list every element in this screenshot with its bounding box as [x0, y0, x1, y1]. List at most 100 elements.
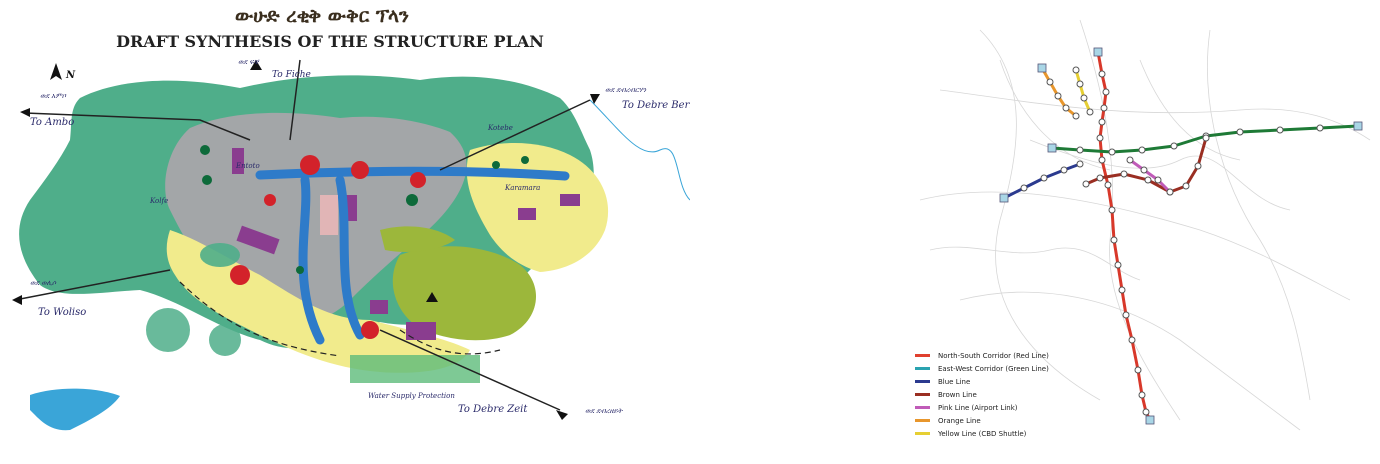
- station-marker: [1140, 166, 1148, 174]
- station-marker: [1202, 134, 1210, 142]
- sub-centers: [230, 155, 426, 339]
- station-marker: [1144, 176, 1152, 184]
- legend-label-orange: Orange Line: [938, 416, 981, 425]
- station-marker: [1138, 391, 1146, 399]
- legend-label-green: East-West Corridor (Green Line): [938, 364, 1049, 373]
- place-label-water-supply: Water Supply Protection: [368, 392, 455, 400]
- road-network: [919, 19, 1371, 431]
- amharic-label-woliso: ወደ ወሊሶ: [30, 279, 57, 287]
- plan-title-amharic: ውሁድ ረቂቅ ውቅር ፕላን: [235, 5, 409, 27]
- station-marker: [1062, 104, 1070, 112]
- arrow-icons: [12, 60, 600, 420]
- place-label-fiche: To Fiche: [272, 70, 311, 80]
- place-label-debre-zeit: To Debre Zeit: [458, 404, 528, 415]
- legend-swatch-pink: [915, 406, 930, 409]
- station-marker: [1098, 118, 1106, 126]
- park-circle: [146, 308, 190, 352]
- station-marker: [1118, 286, 1126, 294]
- station-marker: [1072, 112, 1080, 120]
- station-marker: [1166, 188, 1174, 196]
- transit-line-green: [1051, 124, 1359, 154]
- station-marker: [1142, 408, 1150, 416]
- station-marker: [1114, 261, 1122, 269]
- place-label-debre-berhan: To Debre Berhan: [622, 100, 690, 111]
- industrial-zones: [232, 148, 580, 340]
- station-marker: [1126, 156, 1134, 164]
- north-arrow-icon: N: [50, 63, 76, 81]
- station-marker: [1108, 148, 1116, 156]
- dashed-boundary: [179, 281, 341, 357]
- station-marker: [1138, 146, 1146, 154]
- dashed-boundary: [399, 329, 501, 355]
- corridor-lines: [255, 166, 570, 345]
- legend-item-pink: Pink Line (Airport Link): [915, 401, 1049, 414]
- station-marker: [1276, 126, 1284, 134]
- legend-item-orange: Orange Line: [915, 414, 1049, 427]
- station-marker: [1316, 124, 1324, 132]
- place-label-ambo: To Ambo: [30, 117, 74, 128]
- terminal-station-icon: [1037, 63, 1047, 73]
- station-marker: [1154, 176, 1162, 184]
- station-marker: [1108, 206, 1116, 214]
- station-marker: [1098, 70, 1106, 78]
- north-label: N: [65, 70, 76, 81]
- place-label-karamara: Karamara: [504, 184, 540, 192]
- station-marker: [1194, 162, 1202, 170]
- legend-label-pink: Pink Line (Airport Link): [938, 403, 1018, 412]
- legend-label-yellow: Yellow Line (CBD Shuttle): [938, 429, 1027, 438]
- station-marker: [1182, 182, 1190, 190]
- legend-label-blue: Blue Line: [938, 377, 971, 386]
- terminal-station-icon: [999, 193, 1009, 203]
- station-marker: [1100, 104, 1108, 112]
- station-marker: [1096, 174, 1104, 182]
- water-protection-zone: [350, 355, 480, 383]
- legend-label-brown: Brown Line: [938, 390, 977, 399]
- station-marker: [1076, 146, 1084, 154]
- terminal-station-icon: [1047, 143, 1057, 153]
- legend-swatch-brown: [915, 393, 930, 396]
- transit-line-pink: [1129, 158, 1172, 194]
- legend-swatch-orange: [915, 419, 930, 422]
- legend-item-brown: Brown Line: [915, 388, 1049, 401]
- station-marker: [1020, 184, 1028, 192]
- transit-line-blue: [1003, 162, 1081, 200]
- station-marker: [1080, 94, 1088, 102]
- cbd-hatch: [320, 195, 338, 235]
- legend-item-blue: Blue Line: [915, 375, 1049, 388]
- amharic-label-ambo: ወደ አምቦ: [40, 92, 67, 100]
- legend-swatch-green: [915, 367, 930, 370]
- river: [589, 99, 690, 201]
- agricultural-area-small: [380, 226, 455, 252]
- station-marker: [1076, 80, 1084, 88]
- place-label-kolfe: Kolfe: [149, 197, 168, 205]
- transit-line-orange: [1040, 67, 1077, 118]
- legend-item-green: East-West Corridor (Green Line): [915, 362, 1049, 375]
- station-marker: [1046, 78, 1054, 86]
- terminal-station-icon: [1145, 415, 1155, 425]
- amharic-label-debre-zeit: ወደ ደብረዘይት: [585, 407, 624, 415]
- station-marker: [1082, 180, 1090, 188]
- transit-line-brown: [1085, 137, 1208, 194]
- station-marker: [1054, 92, 1062, 100]
- station-marker: [1110, 236, 1118, 244]
- terminal-station-icon: [1093, 47, 1103, 57]
- station-marker: [1236, 128, 1244, 136]
- station-marker: [1134, 366, 1142, 374]
- place-label-entoto: Entoto: [235, 162, 260, 170]
- station-marker: [1102, 88, 1110, 96]
- place-label-kotebe: Kotebe: [487, 124, 513, 132]
- station-marker: [1170, 142, 1178, 150]
- structure-plan-map: ውሁድ ረቂቅ ውቅር ፕላን DRAFT SYNTHESIS OF THE S…: [12, 5, 690, 431]
- station-marker: [1086, 108, 1094, 116]
- transit-network-map: [919, 19, 1371, 431]
- legend-swatch-blue: [915, 380, 930, 383]
- station-marker: [1104, 181, 1112, 189]
- station-marker: [1096, 134, 1104, 142]
- legend-swatch-red: [915, 354, 930, 357]
- park-circle: [209, 324, 241, 356]
- station-marker: [1076, 160, 1084, 168]
- station-marker: [1120, 170, 1128, 178]
- place-label-woliso: To Woliso: [38, 307, 86, 318]
- station-marker: [1040, 174, 1048, 182]
- legend-item-red: North-South Corridor (Red Line): [915, 349, 1049, 362]
